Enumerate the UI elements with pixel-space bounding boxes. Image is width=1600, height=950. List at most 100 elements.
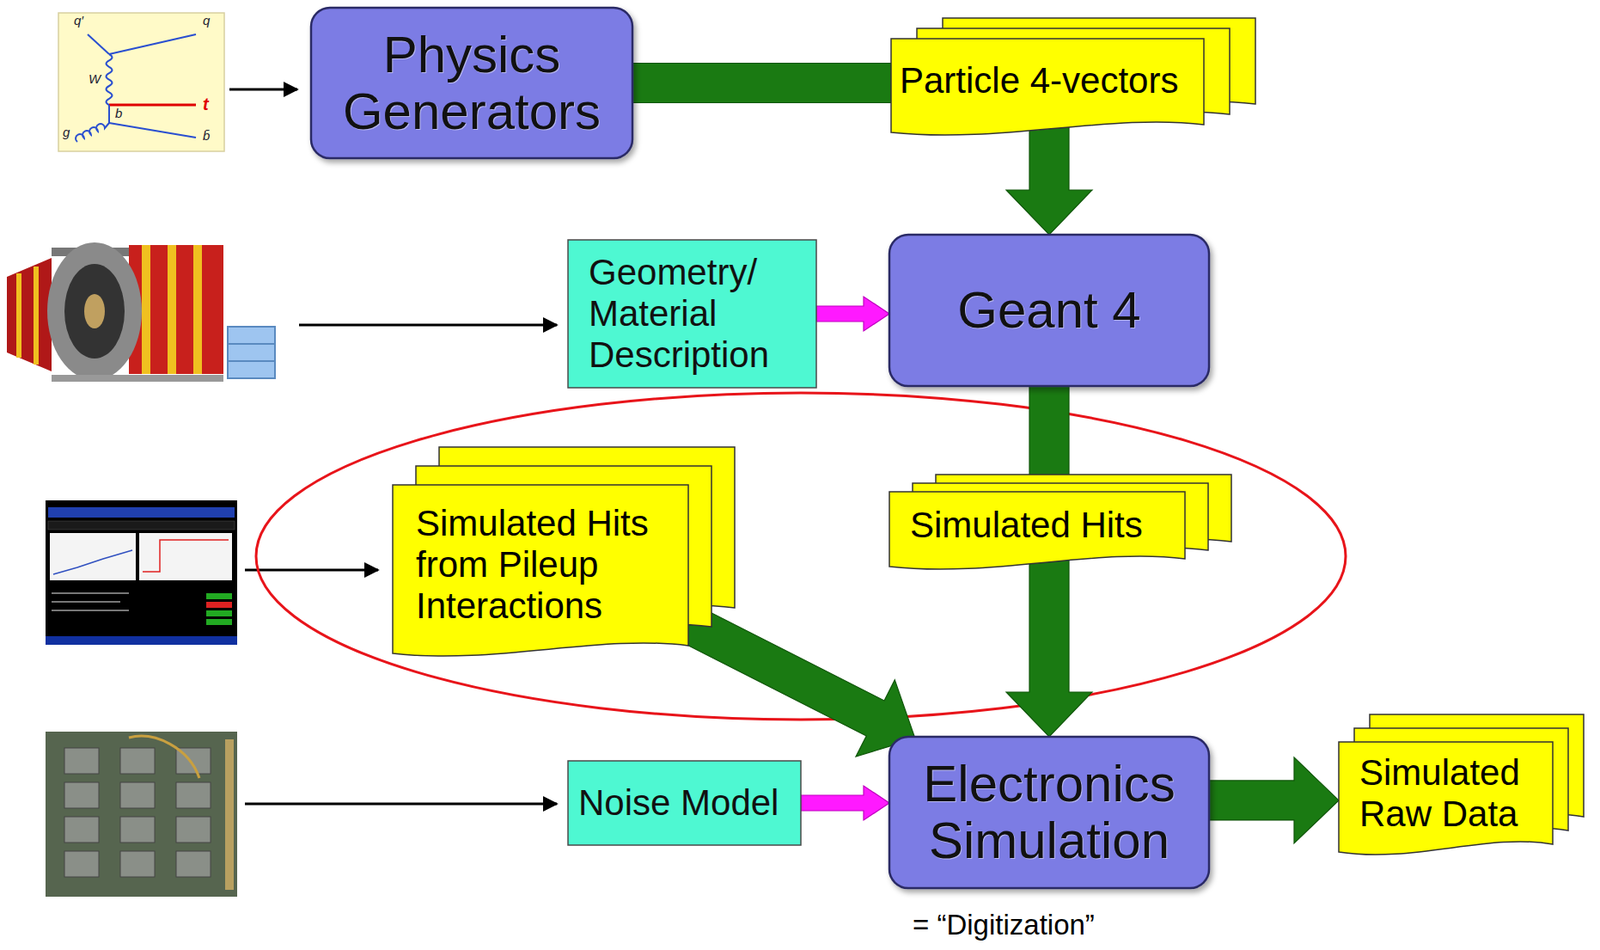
process-box-shape [889,736,1210,888]
detector-illustration [51,374,224,382]
detector-illustration [6,257,52,372]
node-label: Simulated Hits from Pileup Interactions [415,502,677,628]
box-content: Geometry/ Material Description [567,239,817,388]
accelerator-screen [206,601,233,608]
detector-illustration [128,244,224,374]
circuit-board [176,816,211,843]
detector-illustration [16,273,22,358]
process-box: Electronics Simulation [889,736,1210,888]
input-box: Geometry/ Material Description [567,239,817,388]
node-label: Geometry/ Material Description [588,251,805,377]
circuit-board [176,781,211,808]
accelerator-screen [49,532,136,581]
node-label: Noise Model [578,781,793,824]
circuit-board [64,747,99,774]
circuit-board [120,781,155,808]
document-sheet [1338,741,1553,855]
feynman-diagram [87,34,110,55]
input-box: Noise Model [567,760,801,845]
detector-illustration [33,266,39,365]
process-box-shape [311,7,633,159]
circuit-board [64,781,99,808]
document-stack: Simulated Hits from Pileup Interactions [392,446,735,654]
feynman-diagram [106,54,113,105]
feynman-diagram [75,122,110,142]
pointer-arrow [229,88,298,92]
box-content: Geant 4 [889,234,1210,386]
feynman-diagram [108,104,110,123]
circuit-board [176,850,211,877]
circuit-board [120,850,155,877]
box-content: Simulated Hits [889,491,1185,567]
detector-illustration [227,360,275,362]
box-content: Simulated Hits from Pileup Interactions [392,484,689,654]
flow-arrow [1006,557,1093,737]
accelerator-screen [53,549,133,575]
process-box: Geant 4 [889,234,1210,386]
accelerator-screen [48,506,235,518]
document-sheet [891,38,1204,135]
node-label: Particle 4-vectors [899,60,1194,102]
detector-illustration [47,242,142,380]
accelerator-screen [206,610,233,617]
process-box: Physics Generators [311,7,633,159]
accelerator-screen [45,500,238,645]
document-stack: Simulated Hits [889,474,1232,567]
particle-label: q′ [73,13,84,29]
document-sheet [889,491,1185,569]
document-stack: Simulated Raw Data [1338,714,1584,852]
accelerator-screen [45,500,238,645]
pointer-arrow [299,323,557,327]
flow-arrow [800,785,890,820]
circuit-board [45,731,238,897]
node-label: Electronics Simulation [903,755,1196,869]
circuit-board [64,850,99,877]
node-label: Physics Generators [324,26,619,141]
flow-arrow [816,296,890,331]
accelerator-screen [142,539,229,572]
circuit-board [225,738,234,890]
particle-label: b [115,106,123,122]
pointer-arrow [244,802,557,806]
node-label: Simulated Raw Data [1359,751,1545,836]
detector-illustration [84,293,105,329]
flow-arrow [679,604,916,757]
detector-illustration [227,326,275,379]
detector-illustration [6,242,275,382]
flow-arrow [1209,757,1339,843]
pointer-arrow [244,568,379,572]
box-content: Simulated Raw Data [1338,741,1553,852]
particle-label: t [202,94,209,114]
node-label: Simulated Hits [909,504,1173,546]
document-stack: Particle 4-vectors [891,18,1256,133]
detector-illustration [227,342,275,345]
accelerator-screen [45,635,238,645]
particle-label: g [62,125,70,141]
feynman-diagram [109,122,196,138]
detector-illustration [167,244,177,374]
input-box-shape [567,760,801,845]
box-content: Physics Generators [311,7,633,159]
detector-illustration [141,244,151,374]
node-label: Geant 4 [903,281,1196,339]
detector-illustration [193,244,202,374]
circuit-board [120,747,155,774]
circuit-board [128,735,200,778]
box-content: Electronics Simulation [889,736,1210,888]
particle-label: b̄ [202,128,210,144]
input-box-shape [567,239,817,388]
accelerator-screen [139,532,233,581]
particle-label: q [202,13,210,29]
document-sheet [392,484,689,656]
process-box-shape [889,234,1210,386]
detector-illustration [64,263,125,359]
note-label: = “Digitization” [912,909,1095,941]
feynman-diagram [58,12,225,152]
feynman-diagram [58,12,225,152]
accelerator-screen [206,592,233,599]
accelerator-screen [51,592,129,594]
circuit-board [64,816,99,843]
box-content: Noise Model [567,760,801,845]
flow-arrow [1006,123,1093,235]
